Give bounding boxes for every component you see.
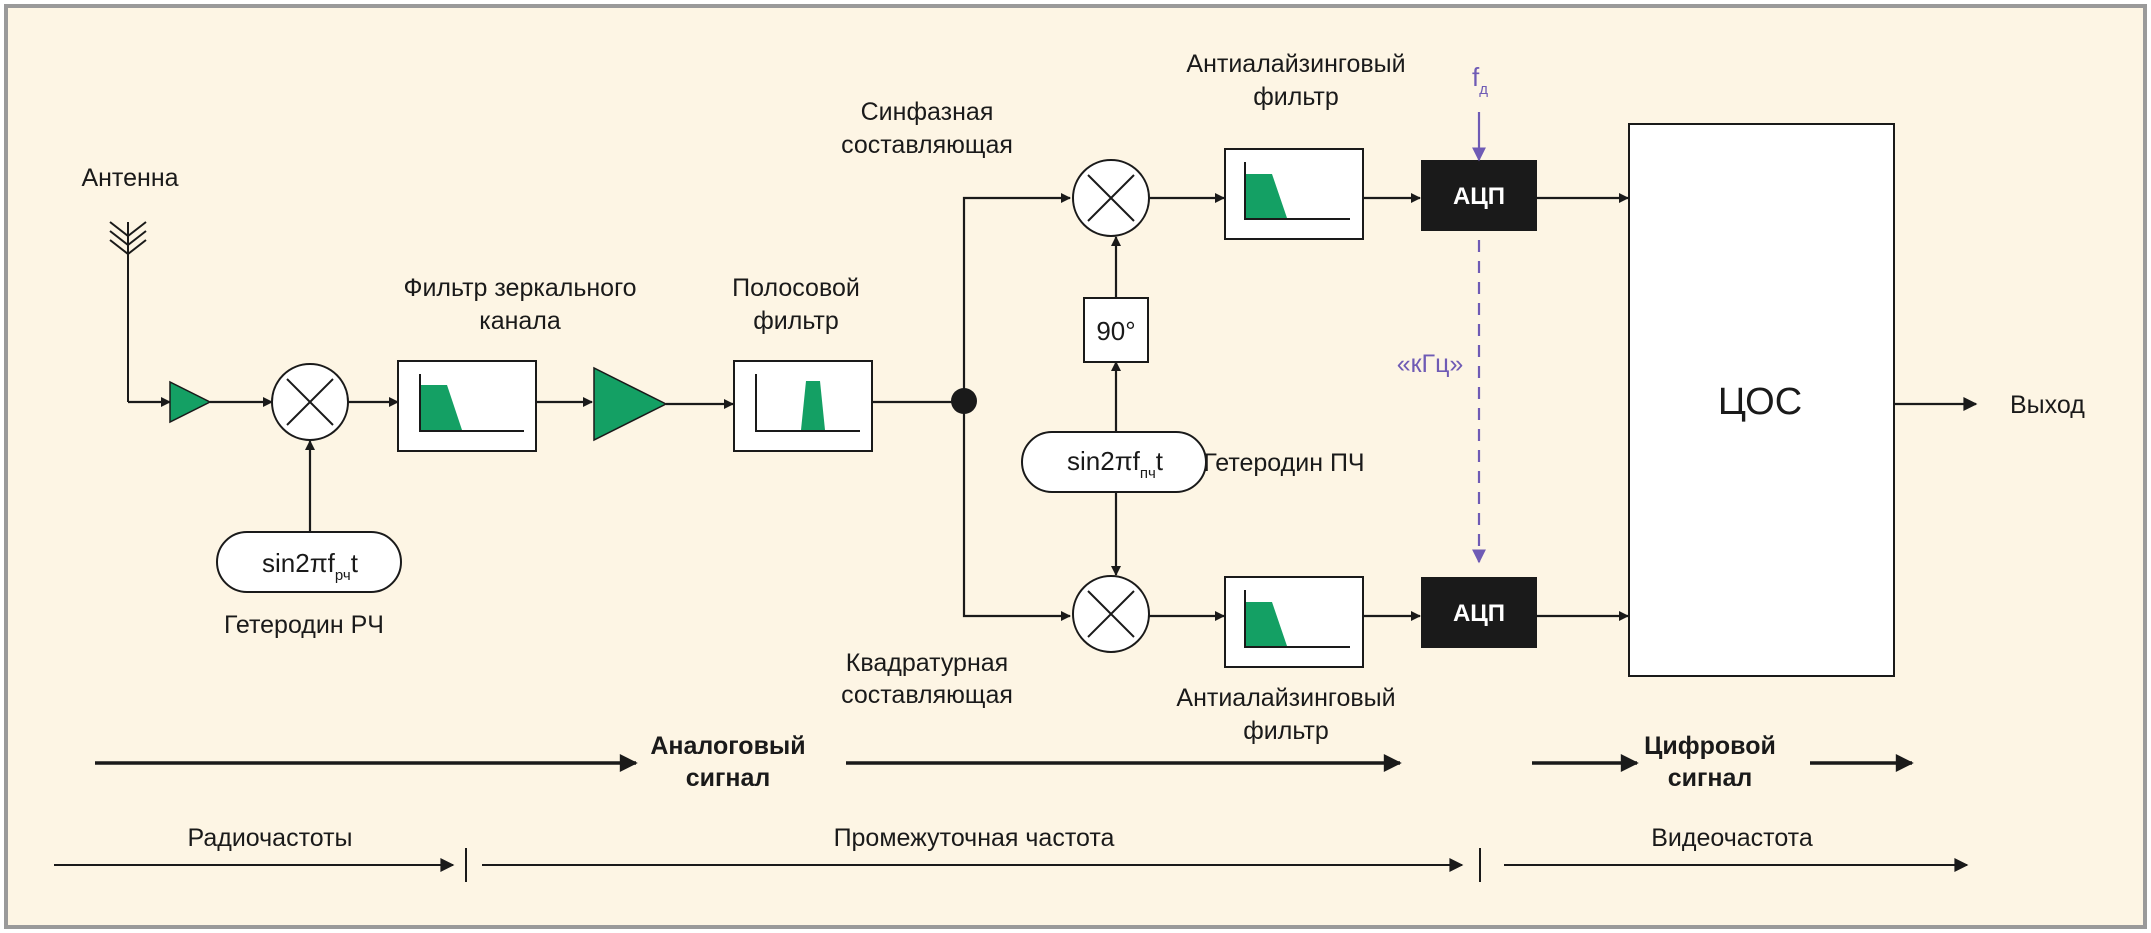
phase-shift-label: 90°	[1096, 316, 1135, 346]
dsp-block	[1628, 123, 1895, 677]
image-filter-label-1: Фильтр зеркального	[403, 274, 636, 302]
phase-shifter	[1083, 297, 1149, 363]
sample-rate-label: fд	[1472, 62, 1488, 98]
khz-label: «кГц»	[1397, 350, 1464, 378]
adc-top	[1421, 160, 1537, 231]
adc-top-label: АЦП	[1453, 183, 1505, 210]
digital-label-1: Цифровой	[1644, 732, 1776, 760]
image-rejection-filter	[397, 360, 537, 452]
rf-oscillator-label: Гетеродин РЧ	[224, 611, 384, 639]
antenna-icon	[109, 221, 147, 402]
inphase-mixer	[1072, 159, 1150, 237]
image-filter-label-2: канала	[479, 307, 561, 335]
bandpass-label-2: фильтр	[753, 307, 839, 335]
analog-label-1: Аналоговый	[650, 732, 805, 760]
dsp-label: ЦОС	[1718, 381, 1802, 423]
intermediate-freq-label: Промежуточная частота	[834, 824, 1115, 852]
quadrature-label-2: составляющая	[841, 681, 1013, 709]
if-oscillator	[1021, 431, 1207, 493]
if-amplifier	[593, 366, 668, 442]
aa-filter-top-label-1: Антиалайзинговый	[1186, 50, 1405, 78]
quadrature-label-1: Квадратурная	[846, 649, 1008, 677]
video-freq-label: Видеочастота	[1651, 824, 1813, 852]
inphase-label-1: Синфазная	[861, 98, 994, 126]
antialiasing-filter-top	[1224, 148, 1364, 240]
output-label: Выход	[2010, 391, 2085, 419]
rf-oscillator-formula: sin2πfрчt	[262, 548, 359, 584]
analog-label-2: сигнал	[686, 764, 771, 792]
inphase-label-2: составляющая	[841, 131, 1013, 159]
radio-freq-label: Радиочастоты	[187, 824, 352, 852]
aa-filter-bottom-label-1: Антиалайзинговый	[1176, 684, 1395, 712]
adc-bottom-label: АЦП	[1453, 600, 1505, 627]
digital-label-2: сигнал	[1668, 764, 1753, 792]
rf-mixer	[271, 363, 349, 441]
aa-filter-bottom-label-2: фильтр	[1243, 717, 1329, 745]
rf-oscillator	[216, 531, 402, 593]
antenna-label: Антенна	[81, 164, 178, 192]
quadrature-mixer	[1072, 575, 1150, 653]
aa-filter-top-label-2: фильтр	[1253, 83, 1339, 111]
if-oscillator-formula: sin2πfпчt	[1067, 446, 1164, 482]
antialiasing-filter-bottom	[1224, 576, 1364, 668]
low-noise-amplifier	[169, 380, 212, 424]
if-oscillator-label: Гетеродин ПЧ	[1203, 449, 1364, 477]
bandpass-label-1: Полосовой	[732, 274, 860, 302]
bandpass-filter	[733, 360, 873, 452]
adc-bottom	[1421, 577, 1537, 648]
